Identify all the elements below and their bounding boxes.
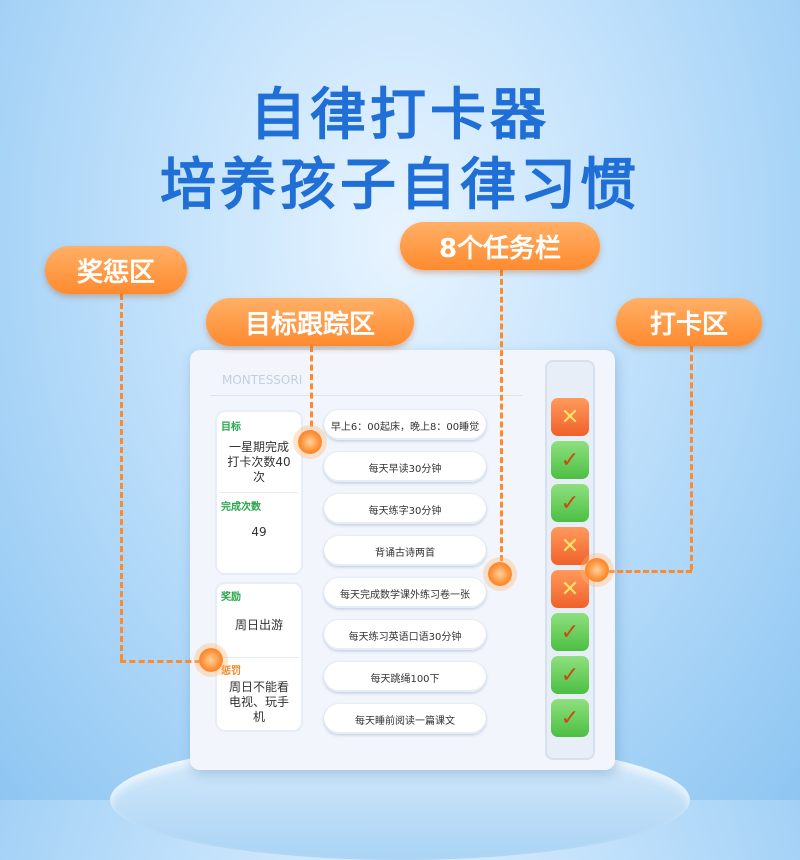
reward-label: 奖励 bbox=[221, 592, 241, 603]
goal-zone-callout: 目标跟踪区 bbox=[206, 298, 414, 346]
checkin-button-4[interactable]: ✕ bbox=[551, 527, 589, 565]
checkin-button-5[interactable]: ✕ bbox=[551, 570, 589, 608]
checkin-leader-vertical bbox=[690, 346, 693, 570]
task-3: 每天练字30分钟 bbox=[324, 494, 486, 524]
checkin-button-2[interactable]: ✓ bbox=[551, 441, 589, 479]
penalty-text: 周日不能看 电视、玩手 机 bbox=[228, 680, 289, 724]
penalty-label: 惩罚 bbox=[221, 666, 241, 677]
task-bar-callout: 8个任务栏 bbox=[400, 222, 600, 270]
checkin-button-1[interactable]: ✕ bbox=[551, 398, 589, 436]
reward-divider bbox=[219, 657, 299, 658]
goal-leader bbox=[310, 346, 313, 436]
checkin-leader-horizontal bbox=[600, 570, 692, 573]
progress-value: 49 bbox=[251, 525, 267, 539]
tasks-leader bbox=[500, 270, 503, 570]
tasks-marker-dot bbox=[488, 562, 512, 586]
checkin-button-6[interactable]: ✓ bbox=[551, 613, 589, 651]
task-6: 每天练习英语口语30分钟 bbox=[324, 620, 486, 650]
goal-text: 一星期完成 打卡次数40 次 bbox=[227, 440, 291, 484]
reward-leader-vertical bbox=[120, 294, 123, 660]
reward-zone-callout: 奖惩区 bbox=[45, 246, 187, 294]
task-1: 早上6：00起床，晚上8：00睡觉 bbox=[324, 410, 486, 440]
brand-label: MONTESSORI bbox=[210, 365, 522, 396]
task-8: 每天睡前阅读一篇课文 bbox=[324, 704, 486, 734]
checkin-button-3[interactable]: ✓ bbox=[551, 484, 589, 522]
checkin-column: ✕ ✓ ✓ ✕ ✕ ✓ ✓ ✓ bbox=[545, 360, 595, 760]
task-7: 每天跳绳100下 bbox=[324, 662, 486, 692]
checkin-zone-callout: 打卡区 bbox=[616, 298, 762, 346]
reward-marker-dot bbox=[199, 648, 223, 672]
task-4: 背诵古诗两首 bbox=[324, 536, 486, 566]
task-5: 每天完成数学课外练习卷一张 bbox=[324, 578, 486, 608]
reward-panel: 奖励 周日出游 惩罚 周日不能看 电视、玩手 机 bbox=[215, 582, 303, 732]
checkin-button-7[interactable]: ✓ bbox=[551, 656, 589, 694]
headline-line1: 自律打卡器 bbox=[250, 83, 550, 148]
reward-text: 周日出游 bbox=[234, 618, 283, 632]
goal-panel: 目标 一星期完成 打卡次数40 次 完成次数 49 bbox=[215, 410, 303, 575]
progress-label: 完成次数 bbox=[221, 502, 261, 513]
checkin-button-8[interactable]: ✓ bbox=[551, 699, 589, 737]
headline-line2: 培养孩子自律习惯 bbox=[160, 153, 640, 218]
goal-marker-dot bbox=[298, 430, 322, 454]
checkin-marker-dot bbox=[585, 558, 609, 582]
task-2: 每天早读30分钟 bbox=[324, 452, 486, 482]
goal-label: 目标 bbox=[221, 422, 241, 433]
habit-tracker-device: MONTESSORI 目标 一星期完成 打卡次数40 次 完成次数 49 奖励 … bbox=[190, 350, 615, 770]
goal-divider bbox=[219, 492, 299, 493]
reward-leader-horizontal bbox=[120, 660, 210, 663]
